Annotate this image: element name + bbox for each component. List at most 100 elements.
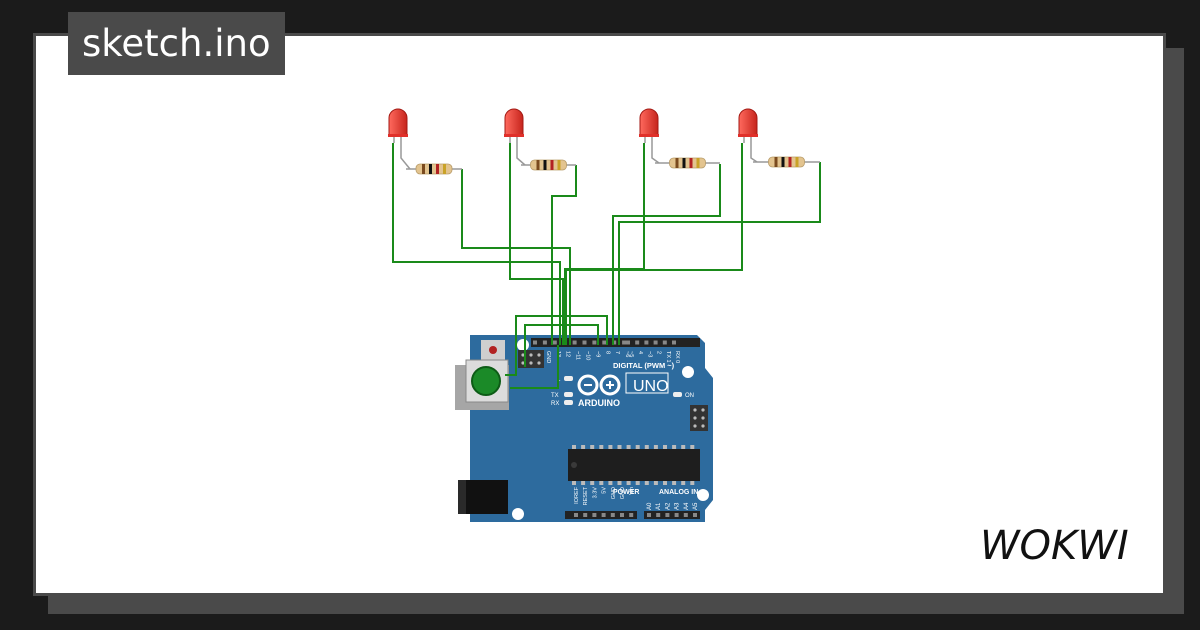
header-pin[interactable] (582, 340, 587, 345)
header-pin[interactable] (672, 340, 676, 345)
header-pin[interactable] (592, 340, 597, 345)
header-pin[interactable] (542, 340, 547, 345)
pin-label: ~10 (585, 351, 591, 360)
on-led (673, 392, 682, 397)
header-pin[interactable] (572, 340, 577, 345)
atmega-chip (568, 449, 700, 481)
chip-pin (608, 445, 613, 449)
power-pin-label: 3.3V (592, 487, 598, 499)
chip-pin (635, 481, 640, 485)
tx-led (564, 392, 573, 397)
resistor-band (436, 164, 439, 174)
analog-pin-label: A1 (656, 502, 662, 510)
board-model-label: UNO (633, 378, 669, 395)
chip-pin (626, 445, 631, 449)
chip-pin (599, 481, 604, 485)
chip-pin (653, 481, 658, 485)
header-pin[interactable] (647, 513, 651, 517)
wire[interactable] (551, 165, 577, 345)
analog-pin-label: A3 (675, 502, 681, 510)
pin-label: 7 (614, 351, 620, 354)
mount-hole (517, 339, 529, 351)
header-pin[interactable] (693, 513, 697, 517)
header-pin[interactable] (683, 513, 688, 517)
arduino-logo-icon (577, 374, 621, 396)
pin-label: 12 (565, 351, 571, 357)
wire[interactable] (510, 345, 559, 389)
header-pin[interactable] (629, 513, 634, 517)
analog-pin-label: A4 (684, 502, 690, 510)
header-pin[interactable] (592, 513, 597, 517)
resistor-2[interactable] (521, 159, 576, 171)
pin-label: TX 1 (665, 351, 671, 363)
resistor-3[interactable] (655, 157, 720, 169)
sketch-filename-tab[interactable]: sketch.ino (68, 12, 285, 75)
led-1[interactable] (388, 108, 411, 170)
icsp-header-right (690, 405, 708, 431)
wire[interactable] (509, 143, 564, 345)
chip-notch (571, 462, 577, 468)
header-pin[interactable] (533, 340, 537, 345)
pushbutton[interactable] (471, 366, 501, 396)
resistor-band (788, 157, 792, 167)
header-pin[interactable] (653, 340, 658, 345)
wire[interactable] (392, 143, 561, 345)
chip-pin (617, 481, 622, 485)
analog-label: ANALOG IN (659, 489, 698, 496)
wire[interactable] (565, 143, 743, 345)
header-pin[interactable] (574, 513, 578, 517)
chip-pin (590, 445, 595, 449)
chip-pin (663, 445, 667, 449)
chip-pin (617, 445, 622, 449)
header-pin[interactable] (656, 513, 661, 517)
resistor-band (443, 164, 446, 174)
analog-pin-label: A5 (693, 502, 699, 510)
wokwi-logo: WOKWI (980, 521, 1150, 574)
pushbutton-cap[interactable] (471, 366, 501, 396)
chip-pin (590, 481, 595, 485)
wire[interactable] (461, 169, 571, 345)
pin-label: 2 (656, 351, 662, 354)
resistor-4[interactable] (753, 156, 820, 168)
board-name-label: ARDUINO (578, 398, 620, 408)
pin-label: ~11 (575, 351, 581, 360)
resistor-body (768, 156, 805, 168)
power-pin-label: RESET (583, 486, 589, 505)
resistor-band (422, 164, 425, 174)
header-pin[interactable] (552, 340, 557, 345)
resistor-band (675, 158, 679, 168)
header-pin[interactable] (644, 340, 649, 345)
resistor-1[interactable] (406, 163, 462, 175)
pin-label: 8 (604, 351, 610, 354)
led-4[interactable] (738, 108, 758, 163)
header-pin[interactable] (622, 340, 627, 345)
reset-button[interactable] (489, 346, 497, 354)
led-2[interactable] (504, 108, 526, 166)
header-pin[interactable] (583, 513, 588, 517)
chip-pin (672, 481, 677, 485)
header-pin[interactable] (635, 340, 640, 345)
resistor-band (543, 160, 547, 170)
wire[interactable] (524, 324, 599, 367)
wire[interactable] (612, 164, 721, 345)
wokwi-logo-text: WOKWI (980, 523, 1129, 569)
led-3[interactable] (639, 108, 660, 164)
header-pin[interactable] (601, 513, 606, 517)
header-pin[interactable] (626, 340, 630, 345)
header-pin[interactable] (620, 513, 624, 517)
header-pin[interactable] (602, 340, 607, 345)
resistor-band (550, 160, 554, 170)
pin-label: ~5 (628, 351, 634, 357)
power-pin-label: IOREF (574, 486, 580, 503)
wire[interactable] (505, 315, 608, 376)
wire[interactable] (618, 162, 821, 345)
header-pin[interactable] (610, 513, 615, 517)
header-pin[interactable] (665, 513, 670, 517)
header-pin[interactable] (674, 513, 679, 517)
header-pin[interactable] (662, 340, 667, 345)
header-pin[interactable] (612, 340, 617, 345)
power-pin-label: 5V (602, 487, 608, 494)
chip-pin (572, 481, 576, 485)
